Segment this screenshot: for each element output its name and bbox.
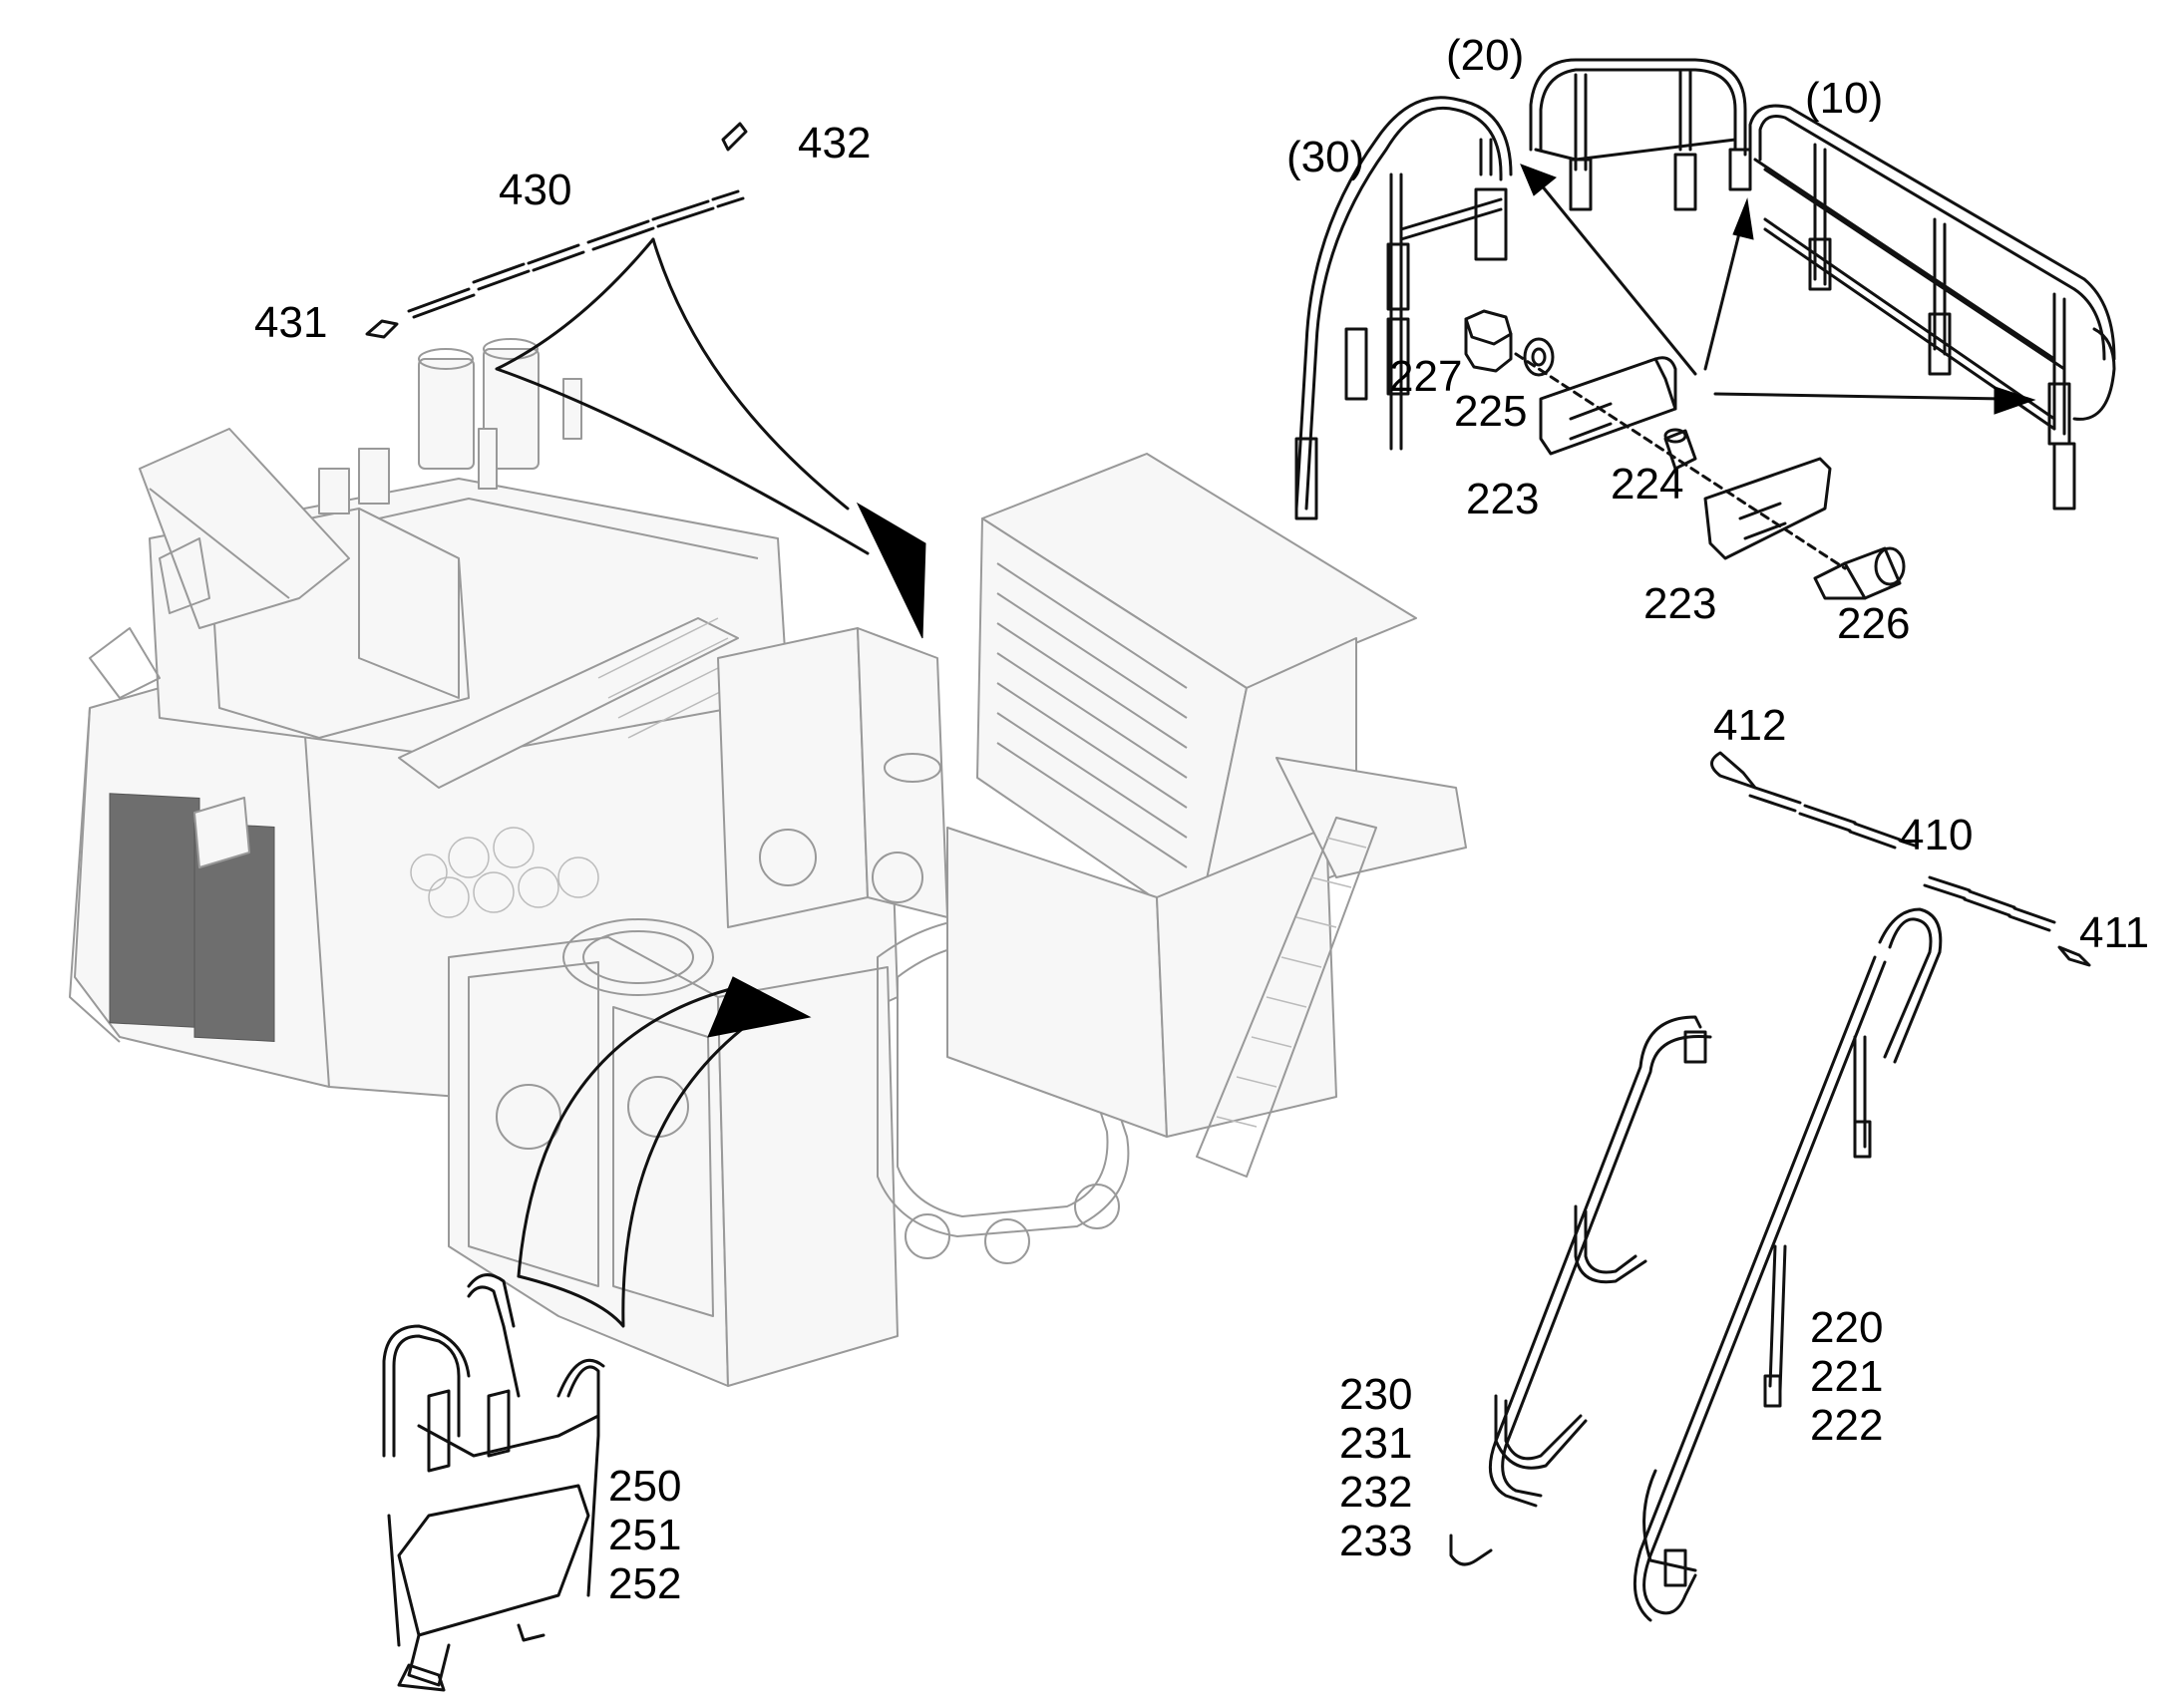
chain-410 xyxy=(1710,751,2091,967)
label-431: 431 xyxy=(254,298,327,347)
label-10: (10) xyxy=(1805,74,1883,123)
label-233: 233 xyxy=(1339,1517,1412,1565)
label-411: 411 xyxy=(2079,908,2149,957)
label-20: (20) xyxy=(1446,31,1524,80)
callout-labels: (10) (20) (30) 227 225 223 224 223 226 4… xyxy=(254,31,2149,1608)
label-224: 224 xyxy=(1611,460,1683,509)
chain-430 xyxy=(365,122,748,339)
label-252: 252 xyxy=(608,1559,681,1608)
label-430: 430 xyxy=(499,166,571,214)
label-232: 232 xyxy=(1339,1468,1412,1517)
label-222: 222 xyxy=(1810,1401,1883,1450)
label-220: 220 xyxy=(1810,1303,1883,1352)
railing-30 xyxy=(1294,96,1513,520)
label-432: 432 xyxy=(798,119,871,168)
assembly-arrows xyxy=(495,237,926,1328)
label-410: 410 xyxy=(1900,811,1973,859)
step-guard-250 xyxy=(382,1273,605,1692)
label-250: 250 xyxy=(608,1462,681,1511)
label-223-lower: 223 xyxy=(1643,579,1716,628)
label-251: 251 xyxy=(608,1511,681,1559)
label-231: 231 xyxy=(1339,1419,1412,1468)
stair-rail-220 xyxy=(1633,907,1943,1622)
stair-rail-230 xyxy=(1449,1015,1712,1566)
bracket-assembly xyxy=(1464,309,1906,600)
label-227: 227 xyxy=(1389,352,1462,401)
label-412: 412 xyxy=(1713,701,1786,750)
railing-10 xyxy=(1748,104,2116,511)
machine-body xyxy=(69,338,1467,1387)
label-30: (30) xyxy=(1286,133,1364,181)
label-226: 226 xyxy=(1837,599,1910,648)
label-225: 225 xyxy=(1454,387,1527,436)
label-223-upper: 223 xyxy=(1466,475,1539,523)
label-221: 221 xyxy=(1810,1352,1883,1401)
bracket-arrows xyxy=(1520,164,2036,415)
railing-20 xyxy=(1529,58,1752,211)
label-230: 230 xyxy=(1339,1370,1412,1419)
